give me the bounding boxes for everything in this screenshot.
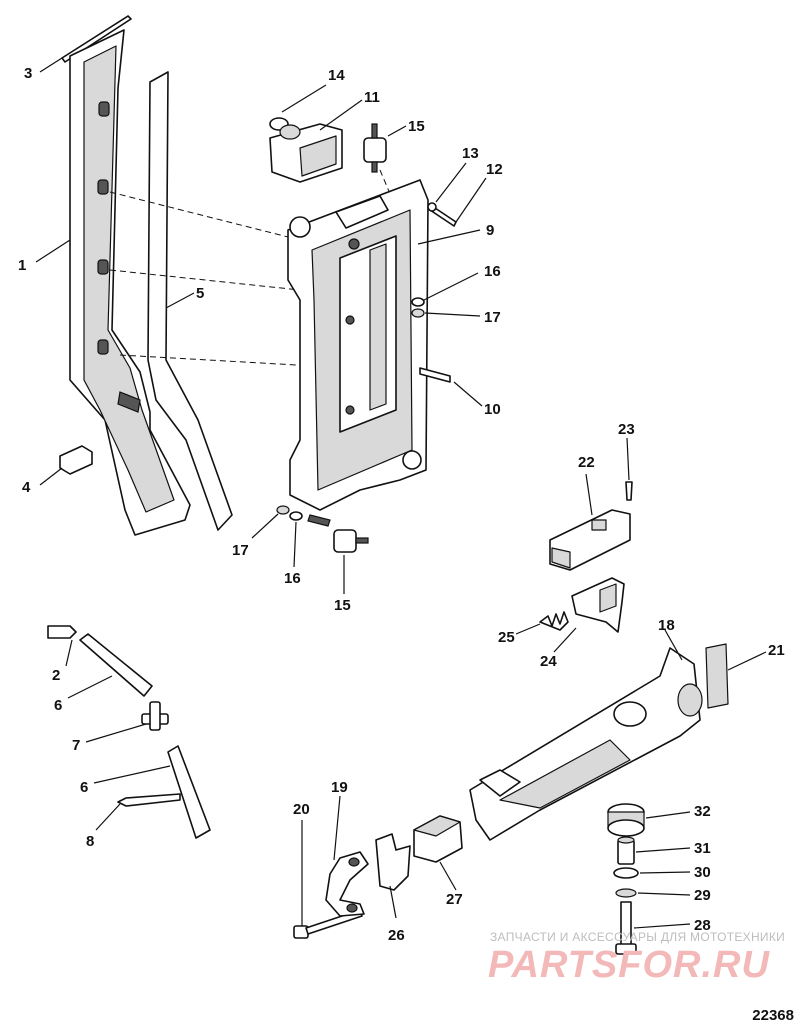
part-28-bolt [615, 901, 637, 955]
watermark-logo: PARTSFOR.RU [488, 944, 770, 986]
callout-17-lower: 17 [232, 542, 249, 559]
part-31-spacer [617, 836, 635, 865]
part-16-washer-lower [289, 511, 303, 521]
callout-24: 24 [540, 653, 557, 670]
watermark-tagline: ЗАПЧАСТИ И АКСЕССУАРЫ ДЛЯ МОТОТЕХНИКИ [490, 930, 786, 944]
callout-31: 31 [694, 840, 711, 857]
callout-10: 10 [484, 401, 501, 418]
callout-16-lower: 16 [284, 570, 301, 587]
callout-2: 2 [52, 667, 60, 684]
part-26-plate [375, 833, 411, 891]
callout-19: 19 [331, 779, 348, 796]
callout-15-lower: 15 [334, 597, 351, 614]
callout-8: 8 [86, 833, 94, 850]
part-18-tilt-arm [469, 647, 703, 841]
callout-28: 28 [694, 917, 711, 934]
callout-32: 32 [694, 803, 711, 820]
part-21-pad [705, 643, 729, 709]
callout-30: 30 [694, 864, 711, 881]
callout-6-lower: 6 [80, 779, 88, 796]
callout-27: 27 [446, 891, 463, 908]
part-4-block [59, 445, 93, 475]
callout-29: 29 [694, 887, 711, 904]
part-9-transom-bracket [287, 179, 429, 511]
part-2-plug [47, 625, 77, 639]
part-25-spring [539, 611, 569, 631]
part-27-bushing [413, 815, 463, 863]
callout-12: 12 [486, 161, 503, 178]
part-15-rubber-mount-lower [307, 514, 369, 553]
callout-20: 20 [293, 801, 310, 818]
part-23-screw [625, 481, 633, 501]
callout-25: 25 [498, 629, 515, 646]
callout-14: 14 [328, 67, 345, 84]
callout-numbers: 3 1 4 5 14 11 15 13 12 9 16 17 10 17 16 … [18, 65, 785, 944]
part-3-strip [61, 15, 132, 63]
callout-13: 13 [462, 145, 479, 162]
part-16-washer-upper [411, 297, 425, 307]
part-1-seal-channel [69, 29, 191, 536]
part-17-nut-upper [411, 308, 425, 318]
callout-22: 22 [578, 454, 595, 471]
callout-23: 23 [618, 421, 635, 438]
callout-5: 5 [196, 285, 204, 302]
callout-3: 3 [24, 65, 32, 82]
part-6-hose-upper [79, 633, 153, 697]
part-19-link [325, 851, 369, 917]
alignment-line-middle [109, 269, 301, 291]
callout-9: 9 [486, 222, 494, 239]
part-14-washer [279, 124, 301, 140]
part-29-washer [615, 888, 637, 898]
leader-lines [35, 57, 767, 929]
callout-6-upper: 6 [54, 697, 62, 714]
part-13-washer [427, 202, 437, 212]
part-7-tee-fitting [141, 701, 169, 731]
callout-17-upper: 17 [484, 309, 501, 326]
callout-18: 18 [658, 617, 675, 634]
part-8-bolt [117, 793, 181, 807]
alignment-line-upper [109, 191, 301, 241]
part-15-rubber-mount-upper [363, 123, 387, 173]
part-24-actuator [571, 577, 625, 633]
part-22-switch-housing [549, 509, 631, 571]
part-30-washer [613, 867, 639, 879]
callout-16-upper: 16 [484, 263, 501, 280]
callout-26: 26 [388, 927, 405, 944]
callout-4: 4 [22, 479, 31, 496]
part-5-seal-strip [147, 71, 233, 531]
callout-1: 1 [18, 257, 26, 274]
callout-11: 11 [364, 89, 380, 106]
part-32-rubber-mount [607, 803, 645, 837]
callout-15-upper: 15 [408, 118, 425, 135]
callout-7: 7 [72, 737, 80, 754]
part-10-bolt [419, 367, 451, 383]
part-6-hose-lower [167, 745, 211, 839]
callout-21: 21 [768, 642, 785, 659]
figure-id: 22368 [752, 1007, 794, 1024]
part-17-nut-lower [276, 505, 290, 515]
